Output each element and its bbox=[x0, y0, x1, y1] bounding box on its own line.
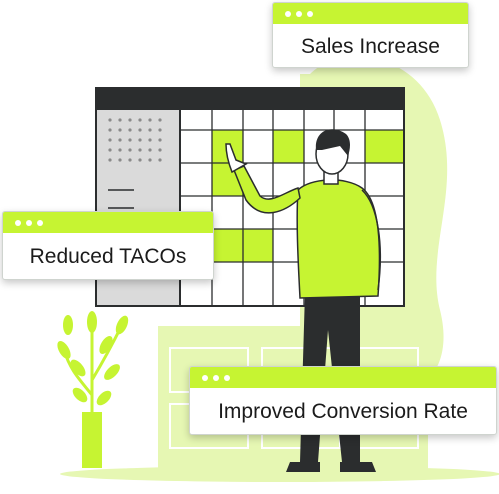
person-figure-icon bbox=[225, 129, 382, 472]
window-dot-icon bbox=[15, 219, 21, 226]
window-dot-icon bbox=[296, 10, 302, 17]
potted-plant-icon bbox=[57, 311, 129, 468]
reduced-tacos-label: Reduced TACOs bbox=[29, 245, 187, 268]
reduced-tacos-card: Reduced TACOs bbox=[2, 211, 214, 280]
window-dot-icon bbox=[202, 374, 208, 381]
sales-increase-card: Sales Increase bbox=[272, 2, 469, 68]
window-dot-icon bbox=[213, 374, 219, 381]
card-title-bar bbox=[190, 367, 496, 388]
window-dot-icon bbox=[26, 219, 32, 226]
ground-ellipse bbox=[60, 466, 499, 482]
window-dot-icon bbox=[285, 10, 291, 17]
card-title-bar bbox=[273, 3, 468, 24]
card-title-bar bbox=[3, 212, 213, 233]
window-dot-icon bbox=[37, 219, 43, 226]
improved-conversion-label: Improved Conversion Rate bbox=[218, 400, 468, 423]
window-dot-icon bbox=[224, 374, 230, 381]
window-dot-icon bbox=[307, 10, 313, 17]
improved-conversion-card: Improved Conversion Rate bbox=[189, 366, 497, 435]
sales-increase-label: Sales Increase bbox=[301, 34, 440, 58]
